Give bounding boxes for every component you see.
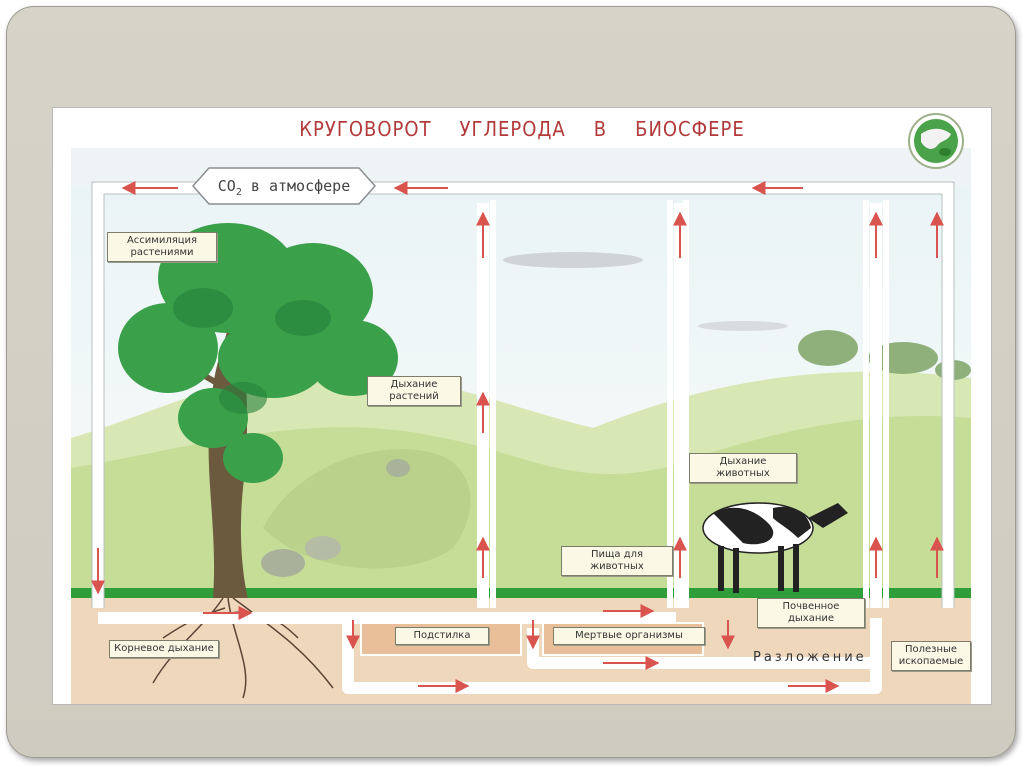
co2-atmosphere-label: CO2 в атмосфере xyxy=(191,166,377,206)
rock xyxy=(261,549,305,577)
title-word: УГЛЕРОДА xyxy=(459,117,566,141)
co2-subscript: 2 xyxy=(235,187,242,198)
title-word: КРУГОВОРОТ xyxy=(299,117,432,141)
soil-respiration-label: Почвенное дыхание xyxy=(757,598,865,628)
flow-arrows xyxy=(91,181,944,693)
grass-strip xyxy=(71,588,971,598)
co2-suffix: в атмосфере xyxy=(241,177,351,195)
minerals-label: Полезные ископаемые xyxy=(891,641,971,671)
rock xyxy=(305,536,341,560)
cloud xyxy=(503,252,643,268)
animal-food-label: Пища для животных xyxy=(561,546,673,576)
animal-respiration-label: Дыхание животных xyxy=(689,453,797,483)
flow-paths xyxy=(92,182,954,694)
co2-prefix: CO xyxy=(217,177,236,195)
title-word: В xyxy=(593,117,608,141)
diagram-title: КРУГОВОРОТ УГЛЕРОДА В БИОСФЕРЕ xyxy=(53,112,991,146)
globe-icon xyxy=(908,113,964,169)
litter-label: Подстилка xyxy=(395,627,489,645)
carbon-cycle-diagram: КРУГОВОРОТ УГЛЕРОДА В БИОСФЕРЕ xyxy=(52,107,992,705)
plant-respiration-label: Дыхание растений xyxy=(367,376,461,406)
title-word: БИОСФЕРЕ xyxy=(635,117,745,141)
tree-canopy-shade xyxy=(173,288,331,414)
dead-organisms-label: Мертвые организмы xyxy=(553,627,705,645)
assimilation-label: Ассимиляция растениями xyxy=(107,232,217,262)
flow-paths-outline xyxy=(91,181,955,608)
co2-box-shape xyxy=(191,167,377,205)
root-respiration-label: Корневое дыхание xyxy=(109,640,219,658)
cow-icon xyxy=(702,502,848,593)
diagram-scene xyxy=(71,148,971,704)
cloud xyxy=(698,321,788,331)
decomposition-label: Разложение xyxy=(753,650,867,665)
rock xyxy=(386,459,410,477)
